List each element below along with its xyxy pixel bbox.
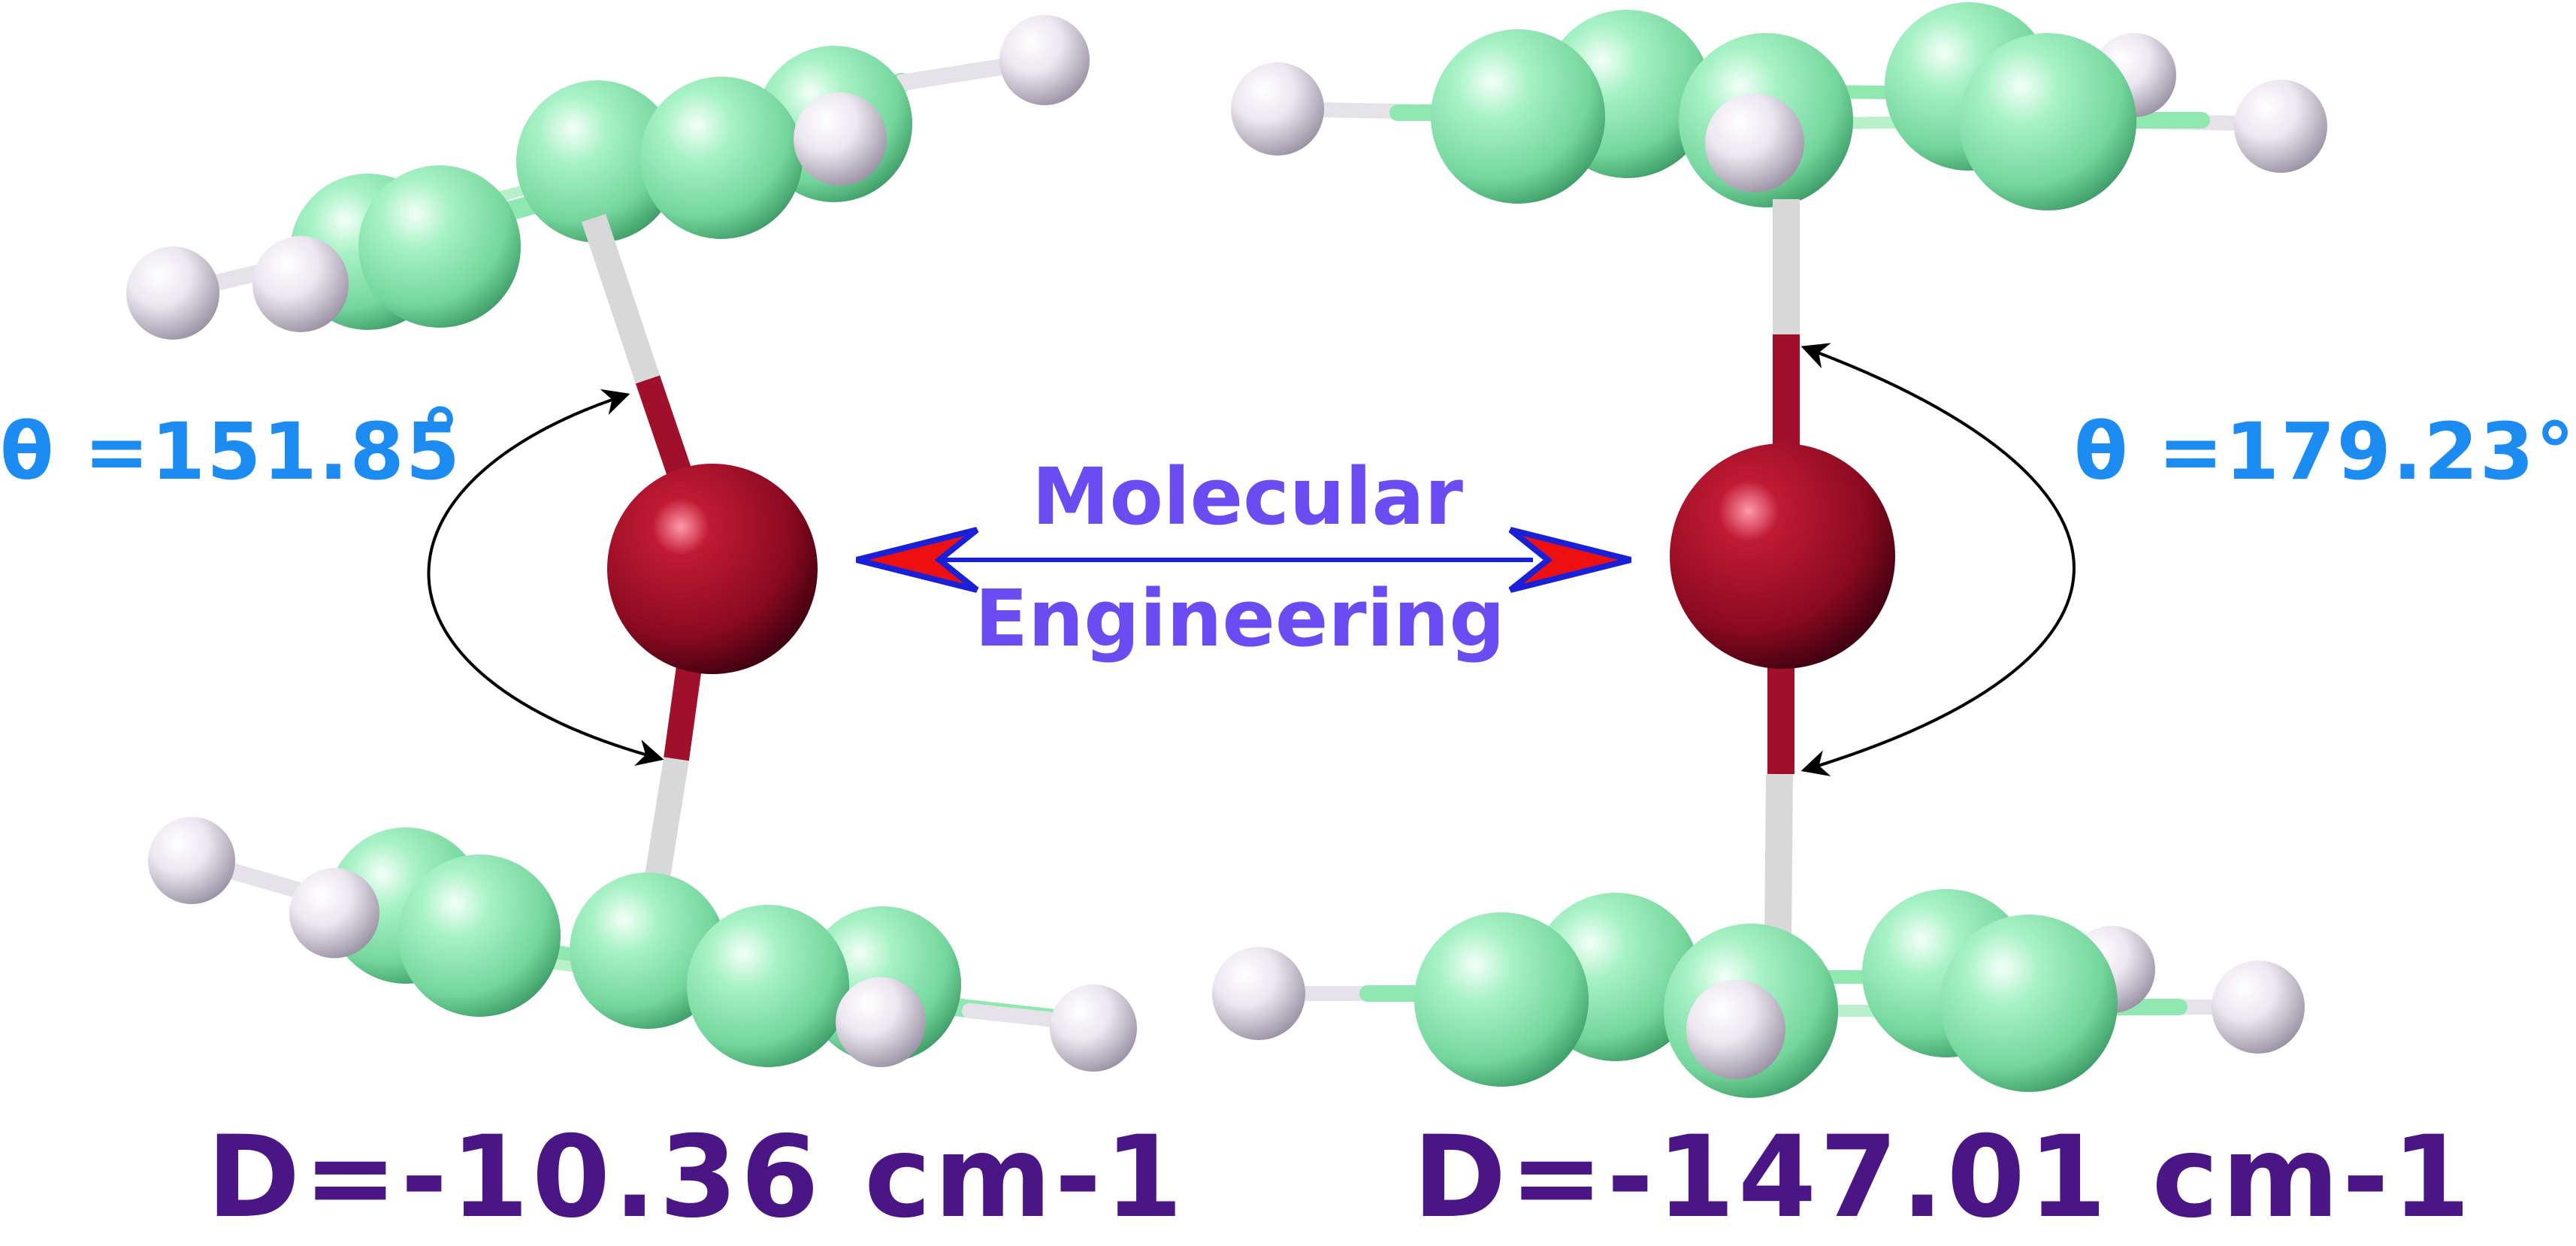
left-angle-arc [427, 389, 664, 766]
center-label-line1: Molecular [1032, 451, 1463, 543]
left-metal-atom [607, 464, 818, 674]
left-molecule [126, 15, 1137, 1072]
right-angle-arc [1800, 343, 2076, 776]
right-d-value: D=-147.01 cm-1 [1413, 1112, 2474, 1243]
right-axial-bonds [1764, 199, 1800, 940]
right-metal-atom [1670, 443, 1895, 669]
left-angle-label: θ =151.85 [0, 406, 462, 497]
left-top-ring [126, 15, 1090, 340]
left-bottom-ring [148, 817, 1137, 1072]
molecule-diagram [126, 2, 2327, 1098]
right-angle-label: θ =179.23° [2074, 406, 2576, 497]
right-molecule [1212, 2, 2327, 1098]
right-bottom-ring [1212, 889, 2305, 1098]
arrow-head-right [1508, 527, 1631, 593]
right-top-ring [1231, 2, 2327, 210]
double-headed-arrow [856, 527, 1631, 593]
arrow-head-left [856, 527, 979, 593]
left-angle-degree: ° [421, 392, 461, 484]
left-d-value: D=-10.36 cm-1 [207, 1112, 1186, 1243]
center-label-line2: Engineering [975, 573, 1505, 664]
